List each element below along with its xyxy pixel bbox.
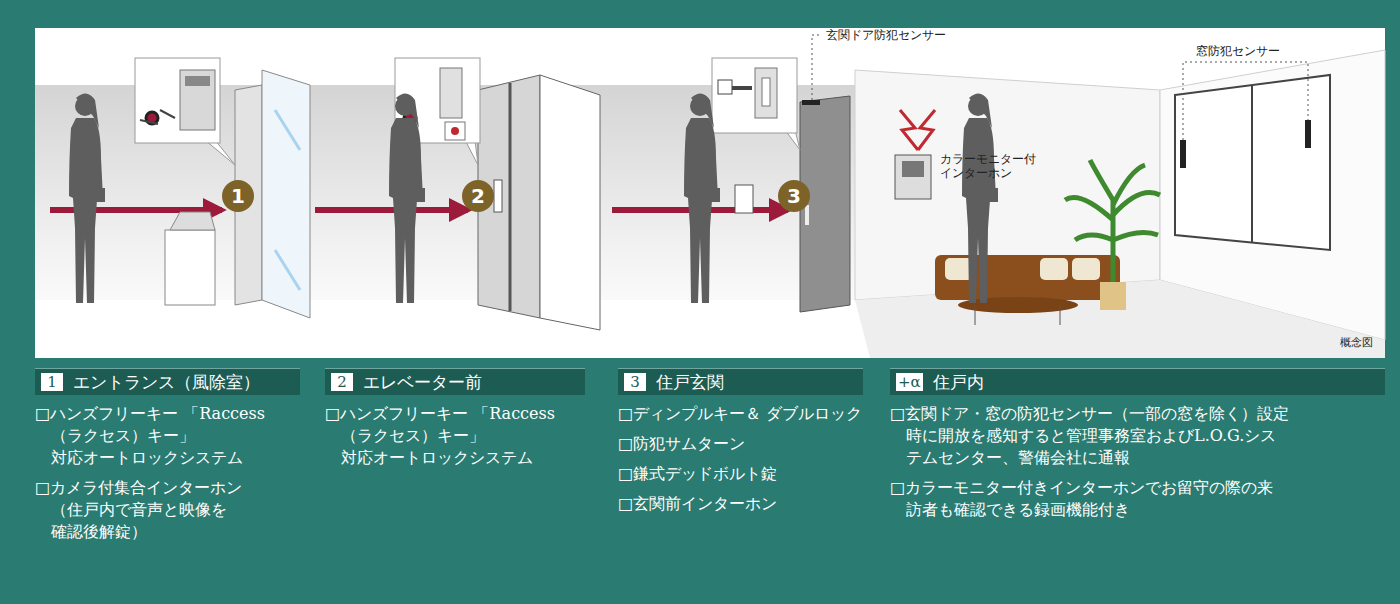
section-heading: 住戸内 (933, 371, 984, 394)
annotation-label: カラーモニター付 インターホン (940, 152, 1040, 180)
section-number: 3 (624, 373, 646, 391)
callout-number: 2 (462, 180, 494, 212)
checklist-item: □カメラ付集合インターホン （住戸内で音声と映像を 確認後解錠） (35, 477, 300, 543)
section-header-band: 2 エレベーター前 (325, 368, 585, 395)
callout-number: 1 (222, 180, 254, 212)
annotation-label: 玄関ドア防犯センサー (826, 28, 946, 42)
section-heading: 住戸玄関 (656, 371, 724, 394)
section-header-band: 1 エントランス（風除室） (35, 368, 300, 395)
section-heading: エントランス（風除室） (73, 371, 260, 394)
checklist-item: □ハンズフリーキー 「Raccess（ラクセス）キー」 対応オートロックシステム (35, 403, 300, 469)
section-block: +α 住戸内 □玄関ドア・窓の防犯センサー（一部の窓を除く）設定 時に開放を感知する… (890, 368, 1385, 521)
checklist-item: □カラーモニター付きインターホンでお留守の際の来 訪者も確認できる録画機能付き (890, 477, 1385, 521)
section-number: 2 (331, 373, 353, 391)
section-number: +α (896, 373, 923, 391)
illustration-panel (35, 28, 1385, 358)
checklist-item: □鎌式デッドボルト錠 (618, 463, 863, 485)
section-number: 1 (41, 373, 63, 391)
section-block: 3 住戸玄関 □ディンプルキー＆ ダブルロック □防犯サムターン □鎌式デッドボルト錠 □… (618, 368, 863, 515)
checklist-item: □玄関前インターホン (618, 493, 863, 515)
checklist-item: □玄関ドア・窓の防犯センサー（一部の窓を除く）設定 時に開放を感知すると管理事務… (890, 403, 1385, 469)
section-block: 1 エントランス（風除室） □ハンズフリーキー 「Raccess（ラクセス）キー」 … (35, 368, 300, 543)
checklist-item: □ハンズフリーキー 「Raccess（ラクセス）キー」 対応オートロックシステム (325, 403, 585, 469)
callout-number: 3 (778, 180, 810, 212)
annotation-label: 概念図 (1340, 336, 1373, 350)
checklist-item: □ディンプルキー＆ ダブルロック (618, 403, 863, 425)
section-block: 2 エレベーター前 □ハンズフリーキー 「Raccess（ラクセス）キー」 対応オー… (325, 368, 585, 469)
section-header-band: +α 住戸内 (890, 368, 1385, 395)
annotation-label: 窓防犯センサー (1196, 44, 1280, 58)
section-header-band: 3 住戸玄関 (618, 368, 863, 395)
section-heading: エレベーター前 (363, 371, 482, 394)
checklist-item: □防犯サムターン (618, 433, 863, 455)
